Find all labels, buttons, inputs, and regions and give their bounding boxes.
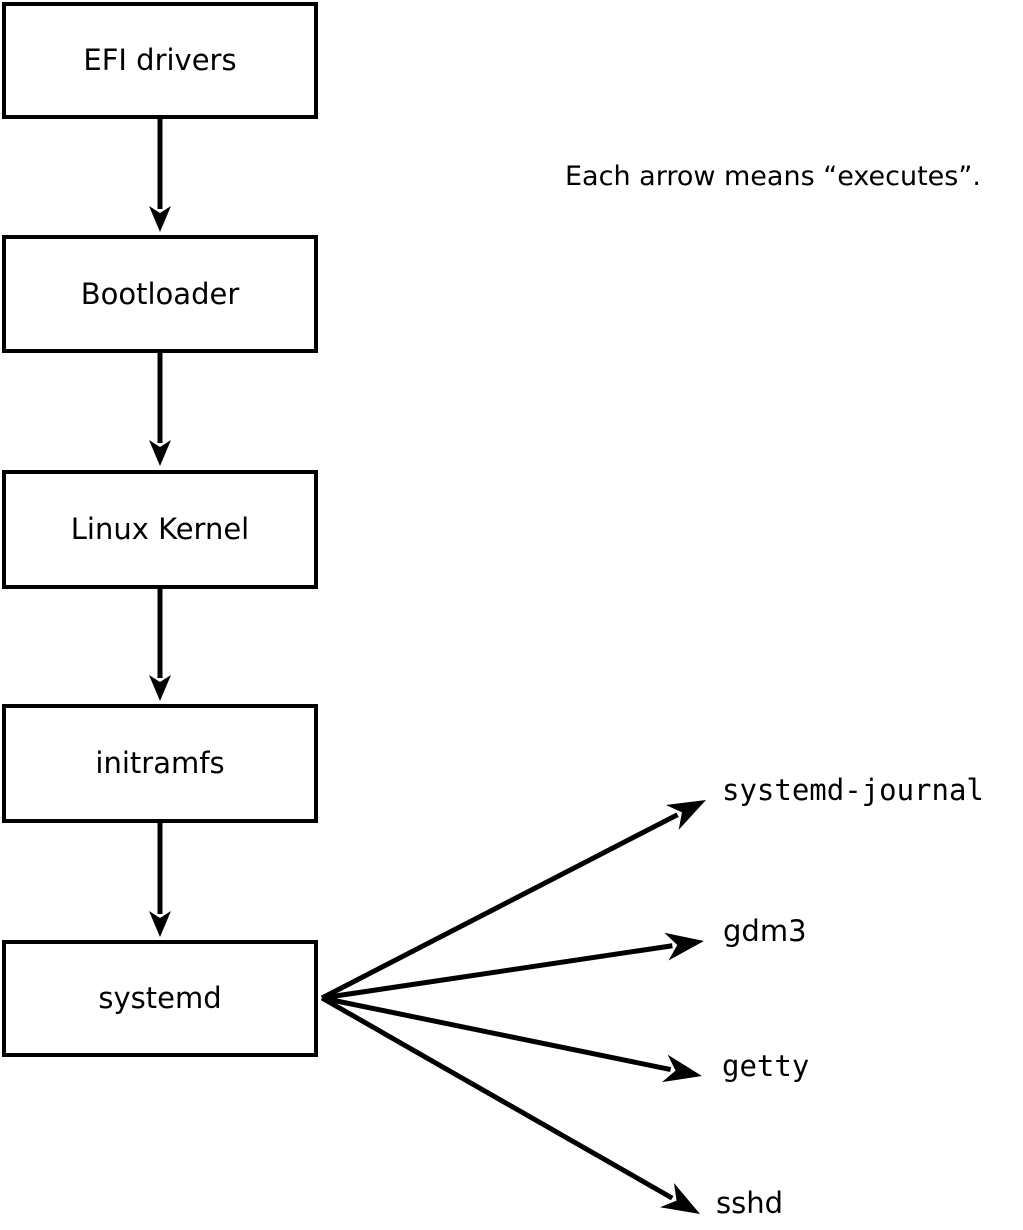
arrowhead-systemd-to-gdm3 [664,932,704,961]
arrow-systemd-to-getty [321,995,672,1073]
node-initramfs[interactable]: initramfs [2,704,318,823]
node-label-linux-kernel: Linux Kernel [70,512,250,546]
arrowhead-bootloader-to-kernel [149,440,171,466]
node-label-systemd: systemd [98,981,222,1015]
node-systemd[interactable]: systemd [2,940,318,1057]
arrowhead-systemd-to-getty [661,1054,702,1083]
service-label-gdm3[interactable]: gdm3 [723,914,807,948]
service-label-sshd[interactable]: sshd [716,1186,784,1220]
legend-note: Each arrow means “executes”. [565,161,981,192]
arrow-systemd-to-sshd [320,995,674,1201]
service-label-systemd-journal[interactable]: systemd-journal [722,773,984,807]
arrowhead-systemd-to-systemd-journal [665,800,706,830]
arrow-systemd-to-systemd-journal [320,812,679,1001]
fan-arrow-group [320,800,706,1214]
node-efi-drivers[interactable]: EFI drivers [2,2,318,119]
arrow-systemd-to-gdm3 [321,943,673,1001]
node-label-bootloader: Bootloader [80,276,240,311]
node-bootloader[interactable]: Bootloader [2,235,318,353]
node-label-efi-drivers: EFI drivers [83,43,237,77]
arrowhead-initramfs-to-systemd [149,911,171,937]
service-label-getty[interactable]: getty [722,1049,810,1083]
node-linux-kernel[interactable]: Linux Kernel [2,470,318,589]
arrowhead-efi-to-bootloader [149,206,171,232]
arrowhead-systemd-to-sshd [660,1182,700,1214]
arrowhead-kernel-to-initramfs [149,675,171,701]
node-label-initramfs: initramfs [95,746,225,780]
